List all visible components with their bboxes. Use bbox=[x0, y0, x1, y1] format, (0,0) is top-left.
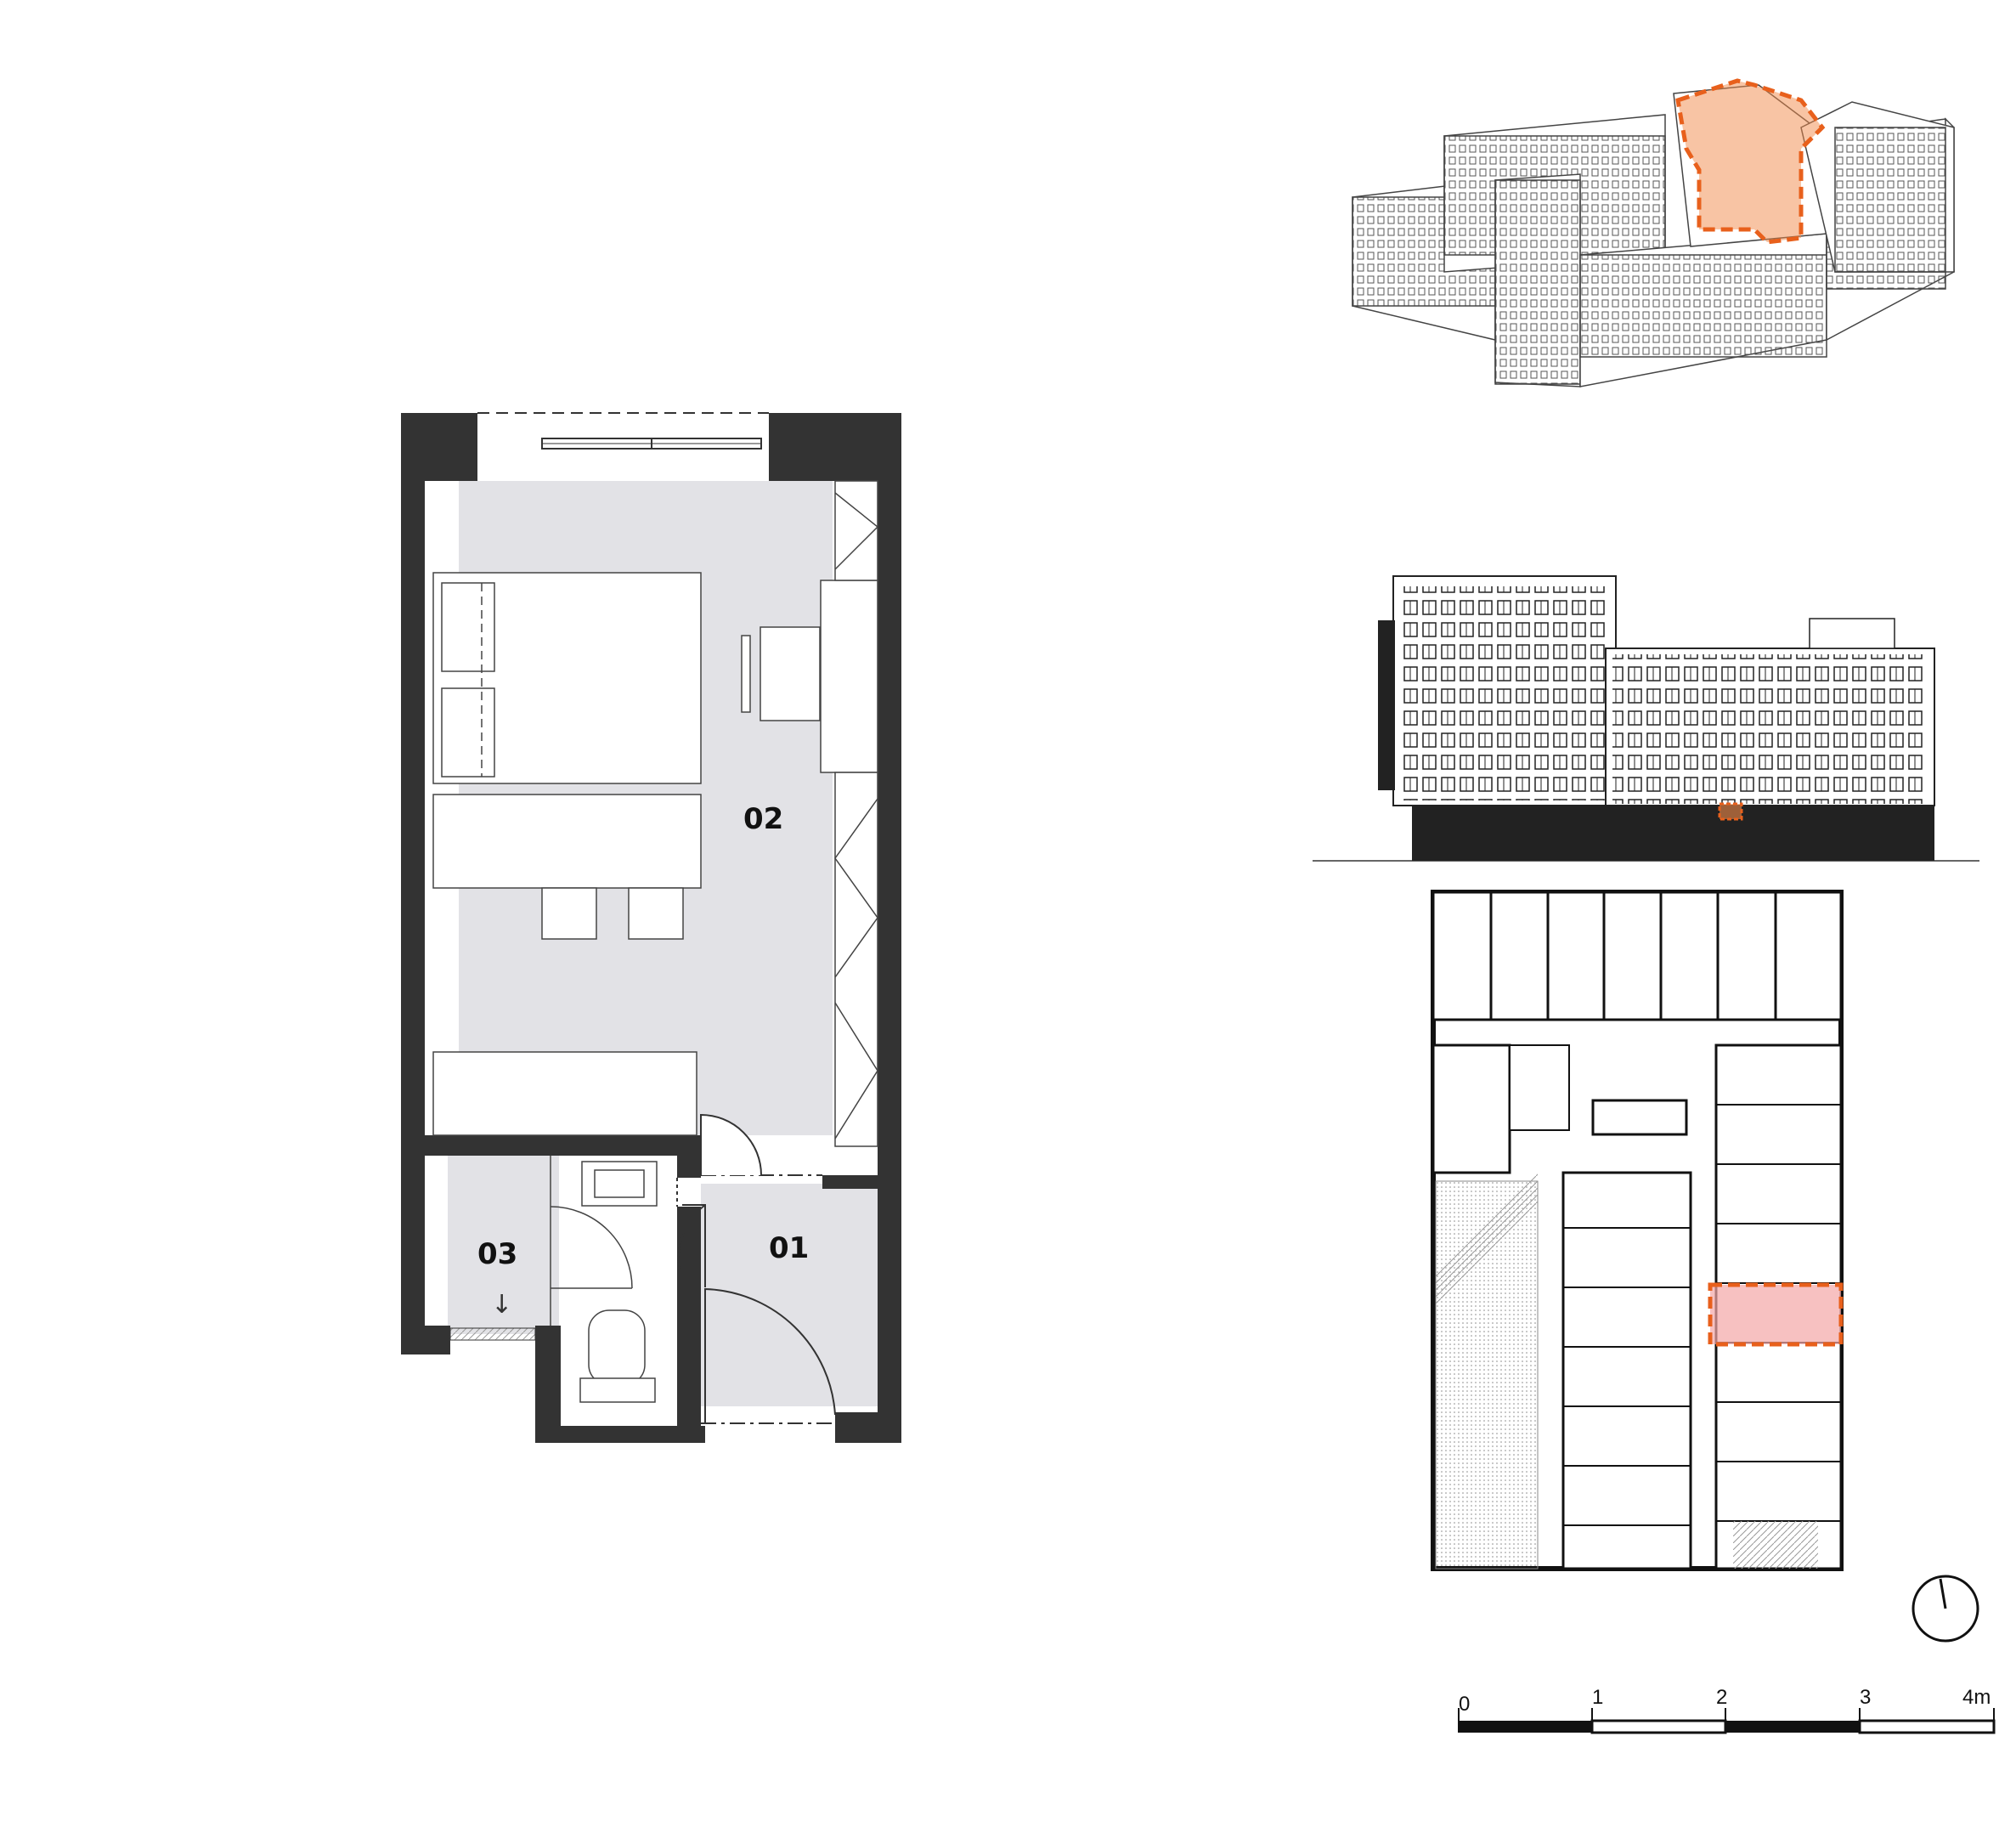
floor-slope-arrow-icon: ↓ bbox=[491, 1290, 512, 1320]
highlighted-block bbox=[1675, 78, 1826, 245]
scale-bar: 0 1 2 3 4m bbox=[1458, 1686, 1996, 1734]
sink-basin bbox=[594, 1169, 645, 1198]
axonometric-view bbox=[1352, 78, 1955, 387]
window bbox=[477, 412, 769, 450]
scale-tick-label: 2 bbox=[1716, 1686, 1727, 1709]
dining-table bbox=[432, 794, 702, 889]
bathroom-floor bbox=[448, 1156, 550, 1334]
chair bbox=[541, 887, 597, 940]
room-label-living: 02 bbox=[743, 802, 783, 836]
hall-floor bbox=[701, 1184, 878, 1406]
toilet-tank bbox=[579, 1377, 656, 1403]
room-label-hall: 01 bbox=[769, 1231, 809, 1265]
pillow bbox=[441, 582, 495, 672]
chair bbox=[628, 887, 684, 940]
scale-tick-label: 0 bbox=[1459, 1693, 1470, 1716]
unit-floor-plan: 02 01 03 ↓ bbox=[401, 412, 901, 1443]
scale-tick-label: 1 bbox=[1592, 1686, 1603, 1709]
highlighted-unit-elevation bbox=[1718, 802, 1743, 821]
shower-partition bbox=[547, 1156, 559, 1326]
kitchenette bbox=[432, 1051, 697, 1136]
window-shelf bbox=[834, 480, 878, 581]
elevation-view bbox=[1313, 575, 1979, 862]
tall-cabinet bbox=[820, 580, 878, 773]
north-arrow-icon bbox=[1912, 1575, 1979, 1643]
furniture bbox=[432, 480, 879, 1403]
scale-tick-label: 3 bbox=[1860, 1686, 1871, 1709]
building-floor-plan bbox=[1431, 890, 1844, 1571]
doors bbox=[676, 1113, 836, 1424]
desk-lamp bbox=[741, 635, 751, 713]
walls bbox=[401, 413, 901, 1443]
room-label-bathroom: 03 bbox=[477, 1237, 517, 1271]
highlighted-unit-plan bbox=[1708, 1282, 1844, 1347]
desk bbox=[760, 626, 821, 721]
wardrobe bbox=[834, 772, 878, 1147]
scale-tick-label: 4m bbox=[1962, 1686, 1991, 1709]
pillow bbox=[441, 687, 495, 778]
toilet bbox=[588, 1309, 646, 1386]
floor-drain bbox=[449, 1327, 536, 1341]
